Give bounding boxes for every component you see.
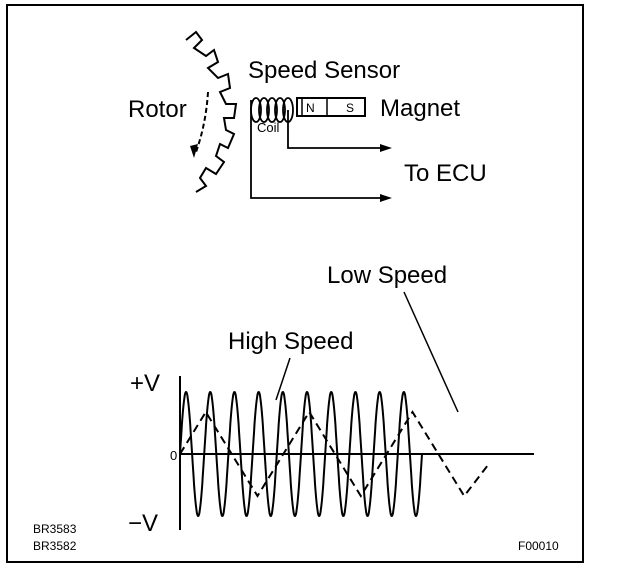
- origin-label: 0: [170, 448, 177, 463]
- reference-code-1: BR3583: [33, 522, 77, 536]
- high-speed-label: High Speed: [228, 328, 353, 355]
- low-speed-label: Low Speed: [327, 262, 447, 289]
- high-speed-wave: [179, 391, 423, 517]
- ecu-lead-wires: [250, 100, 388, 199]
- waveform-diagram: +V −V 0 High Speed Low Speed: [128, 262, 534, 537]
- low-speed-wave: [179, 410, 491, 498]
- magnet-icon: N S: [296, 97, 366, 117]
- magnet-label: Magnet: [380, 95, 460, 122]
- sensor-title: Speed Sensor: [248, 57, 400, 84]
- rotor-teeth: [185, 30, 238, 193]
- high-speed-leader: [275, 357, 291, 401]
- to-ecu-label: To ECU: [404, 160, 487, 187]
- figure-id: F00010: [518, 539, 559, 553]
- rotor-rotation-arrow: [190, 91, 209, 158]
- ecu-arrow-upper: [380, 144, 392, 152]
- coil-label: Coil: [257, 120, 280, 135]
- negative-voltage-label: −V: [128, 510, 158, 537]
- coil-icon: [250, 97, 294, 123]
- low-speed-leader: [403, 291, 459, 413]
- magnet-pole-north: N: [306, 101, 315, 115]
- positive-voltage-label: +V: [130, 370, 160, 397]
- ecu-arrow-lower: [380, 194, 392, 202]
- reference-code-2: BR3582: [33, 539, 77, 553]
- rotor-label: Rotor: [128, 96, 187, 123]
- sensor-diagram: Rotor Speed Sensor Coil N S Magnet To EC…: [128, 30, 487, 202]
- magnet-pole-south: S: [346, 101, 354, 115]
- figure-frame: [6, 4, 584, 563]
